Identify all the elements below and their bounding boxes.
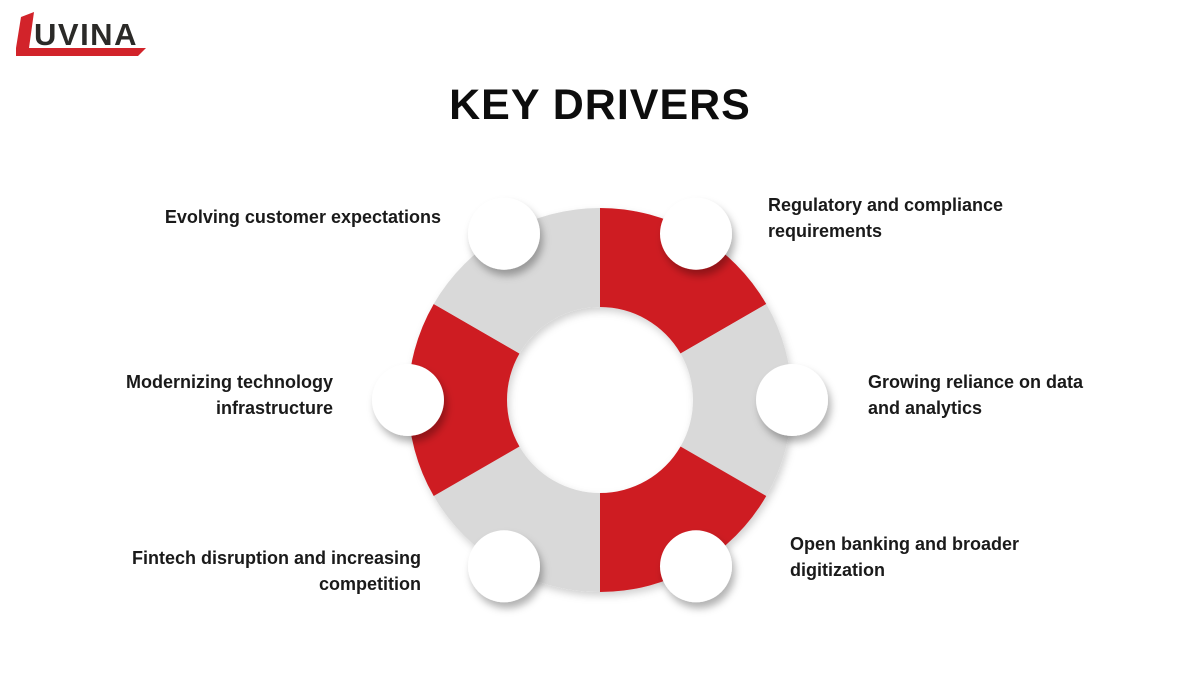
page-title: KEY DRIVERS: [449, 81, 751, 129]
ring-segment-bottom-left: [433, 446, 600, 592]
ring-segment-right: [680, 304, 792, 496]
ring-segment-bottom-right: [600, 446, 767, 592]
label-growing-reliance-data: Growing reliance on data and analytics: [868, 372, 1084, 418]
node-circle-bottom-left: [468, 530, 540, 603]
label-regulatory-compliance: Regulatory and compliance requirements: [768, 195, 1004, 241]
label-open-banking-digitization: Open banking and broader digitization: [790, 534, 1020, 580]
label-fintech-disruption: Fintech disruption and increasing compet…: [131, 548, 421, 594]
label-evolving-customer-expectations: Evolving customer expectations: [164, 207, 441, 227]
luvina-logo: UVINA: [14, 10, 158, 66]
ring-segment-top-left: [433, 208, 600, 354]
node-circle-top-right: [660, 197, 732, 270]
luvina-logo-mark-icon: [16, 12, 146, 56]
node-circle-top-left: [468, 197, 540, 270]
ring-segment-left: [408, 304, 520, 496]
node-circle-left: [372, 364, 444, 436]
ring-nodes: [372, 197, 828, 603]
node-circle-right: [756, 364, 828, 436]
luvina-logo-text: UVINA: [34, 17, 138, 52]
node-circle-bottom-right: [660, 530, 732, 603]
ring-diagram-svg: [372, 197, 828, 603]
label-modernizing-technology: Modernizing technology infrastructure: [126, 372, 333, 418]
ring-segments: [408, 208, 792, 592]
ring-segment-top-right: [600, 208, 767, 354]
